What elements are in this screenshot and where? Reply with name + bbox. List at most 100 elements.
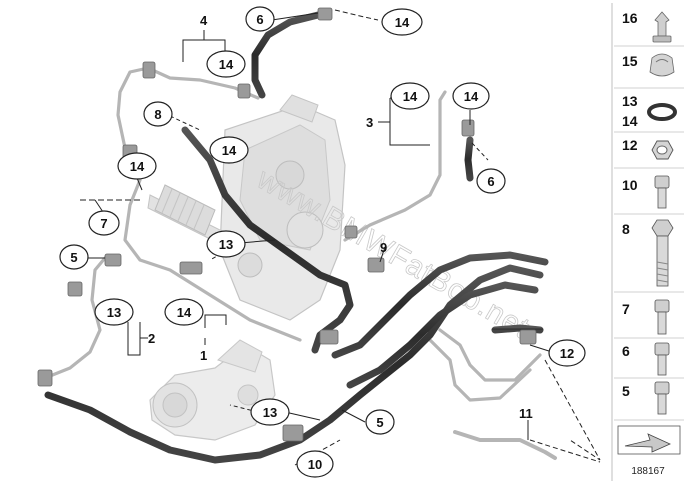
hose-lower-main: [44, 264, 544, 464]
svg-text:6: 6: [487, 174, 494, 189]
pipe-bottom-right-b: [428, 338, 532, 402]
fitting-2: [237, 83, 251, 99]
hose-lower-third: [346, 281, 539, 389]
svg-text:12: 12: [560, 346, 574, 361]
svg-text:8: 8: [622, 221, 630, 237]
callout-4: 4: [200, 13, 208, 28]
long-bolt-icon: [651, 219, 674, 287]
svg-text:7: 7: [622, 301, 630, 317]
callout-circle-12: 12: [548, 339, 586, 367]
fittings: [37, 7, 537, 442]
callouts: 4 3 9 2 1 11 6 14 14 8 14 14: [59, 6, 586, 478]
fitting-3: [317, 7, 333, 21]
svg-text:5: 5: [622, 383, 630, 399]
callout-circle-8: 8: [143, 101, 173, 127]
legend-row-5: 5: [622, 381, 670, 415]
fitting-12: [519, 329, 537, 345]
callout-circle-13-left: 13: [94, 298, 134, 326]
svg-text:13: 13: [219, 237, 233, 252]
callout-11: 11: [519, 406, 533, 421]
legend-row-13-14: 13 14: [622, 93, 677, 129]
svg-text:14: 14: [622, 113, 638, 129]
short-screw-icon: [654, 175, 670, 209]
svg-text:14: 14: [222, 143, 237, 158]
svg-text:14: 14: [395, 15, 410, 30]
seal-ring-icon: [647, 103, 677, 121]
hose-upper-6: [251, 11, 322, 99]
pipe-bottom-right-a: [438, 328, 542, 382]
callout-9: 9: [380, 240, 387, 255]
fitting-8: [367, 257, 385, 273]
hose-to-12: [491, 324, 544, 334]
legend-row-6: 6: [622, 342, 670, 376]
fitting-13: [37, 369, 53, 387]
svg-text:7: 7: [100, 216, 107, 231]
legend-row-10: 10: [622, 175, 670, 209]
fitting-1: [142, 61, 156, 79]
svg-text:14: 14: [177, 305, 192, 320]
svg-text:6: 6: [622, 343, 630, 359]
fitting-4: [461, 119, 475, 137]
clip-icon: [654, 11, 670, 37]
svg-text:13: 13: [622, 93, 638, 109]
pipe-feed-left: [43, 256, 107, 380]
svg-text:5: 5: [376, 415, 383, 430]
svg-text:6: 6: [256, 12, 263, 27]
hose-8: [181, 126, 354, 354]
orientation-arrow-icon: [617, 425, 681, 455]
fitting-7: [179, 261, 203, 275]
dark-hoses: [44, 11, 549, 464]
power-steering-pump: [149, 339, 276, 441]
callout-circle-14-right: 14: [452, 82, 490, 110]
callout-circle-14-middle: 14: [209, 136, 249, 164]
socket-screw-7-icon: [654, 299, 670, 335]
legend-row-8: 8: [622, 219, 674, 287]
svg-text:12: 12: [622, 137, 638, 153]
svg-text:14: 14: [403, 89, 418, 104]
svg-text:13: 13: [107, 305, 121, 320]
hose-clamp-icon: [649, 53, 675, 77]
steering-gear: [147, 94, 346, 321]
callout-circle-13-middle: 13: [206, 230, 246, 258]
svg-text:8: 8: [154, 107, 161, 122]
fitting-9: [344, 225, 358, 239]
legend-row-15: 15: [622, 53, 675, 77]
parts-legend: 16 15 13 14 12 10: [611, 3, 684, 481]
svg-text:13: 13: [263, 405, 277, 420]
fitting-11: [282, 424, 304, 442]
svg-text:10: 10: [622, 177, 638, 193]
svg-text:14: 14: [464, 89, 479, 104]
callout-circle-14-under-4: 14: [206, 50, 246, 78]
bracket-11: [453, 430, 557, 460]
svg-text:5: 5: [70, 250, 77, 265]
legend-row-7: 7: [622, 299, 670, 335]
rack-boot: [154, 184, 216, 236]
hose-right-6: [464, 136, 474, 182]
svg-text:15: 15: [622, 53, 638, 69]
callout-circle-5-lower: 5: [365, 409, 395, 435]
callout-3: 3: [366, 115, 373, 130]
callout-circle-14-top-right: 14: [381, 8, 423, 36]
callout-circle-6-top: 6: [245, 6, 275, 32]
callout-circle-14-bracket-1: 14: [164, 298, 204, 326]
svg-text:10: 10: [308, 457, 322, 472]
callout-1: 1: [200, 348, 207, 363]
svg-text:14: 14: [130, 159, 145, 174]
callout-circle-14-left: 14: [117, 152, 157, 180]
socket-screw-5-icon: [654, 381, 670, 415]
legend-row-12: 12: [622, 137, 674, 160]
svg-text:16: 16: [622, 10, 638, 26]
hose-lower-second: [331, 251, 549, 359]
callout-2: 2: [148, 331, 155, 346]
socket-screw-6-icon: [654, 342, 670, 376]
diagram-number: 188167: [631, 466, 665, 477]
pipe-left-vertical: [123, 178, 302, 342]
callout-circle-6-right: 6: [476, 168, 506, 194]
callout-circle-14-bracket-3: 14: [390, 82, 430, 110]
callout-circle-10-bottom: 10: [296, 450, 334, 478]
fitting-5: [104, 253, 122, 267]
svg-text:14: 14: [219, 57, 234, 72]
callout-circle-5-left: 5: [59, 244, 89, 270]
pipe-right-upper: [343, 90, 447, 242]
